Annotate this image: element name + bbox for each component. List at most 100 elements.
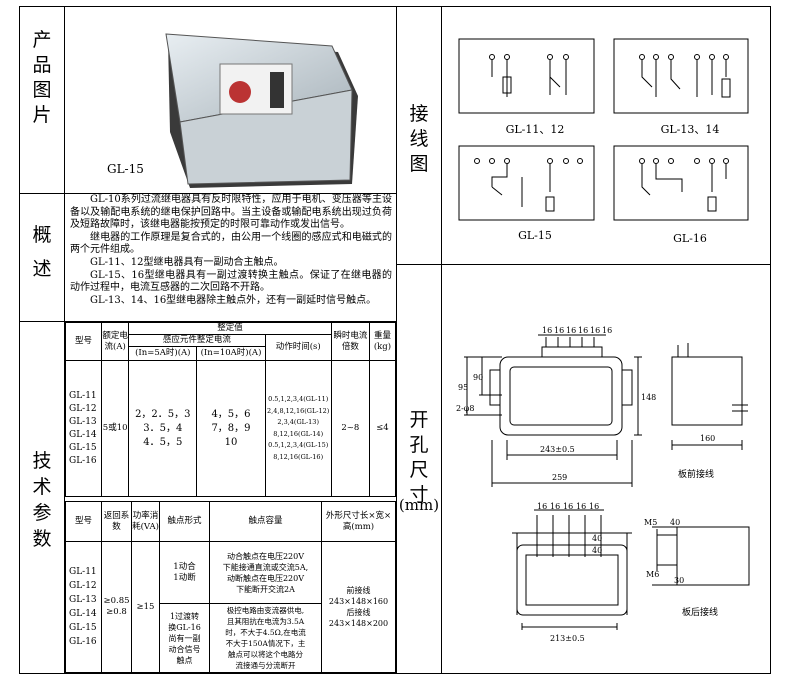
rear-dim-16: 16 xyxy=(550,502,560,511)
t2-cap2-row: 时，不大于4.5Ω,在电流 xyxy=(225,628,306,637)
rear-m5: M5 xyxy=(644,518,657,527)
rear-dim-30: 30 xyxy=(674,576,684,585)
front-drawing-label: 板前接线 xyxy=(678,468,714,480)
front-dim-259: 259 xyxy=(552,473,567,482)
t1-in5-row: 3．5，4 xyxy=(143,422,183,434)
front-dim-243: 243±0.5 xyxy=(540,445,575,454)
t1-h-time: 动作时间(s) xyxy=(264,334,332,361)
t1-h-setting: 整定值 xyxy=(128,322,332,335)
front-dim-16: 16 xyxy=(590,326,600,335)
divider-left xyxy=(64,6,65,674)
wiring-box-gl13 xyxy=(613,38,749,114)
t2-dims-row: 243×148×160 xyxy=(328,597,389,606)
front-dim-16: 16 xyxy=(554,326,564,335)
t2-dims: 前接线 243×148×160 后接线 243×148×200 xyxy=(321,541,396,673)
spec-table-2: 型号 返回系数 功率消耗(VA) 触点形式 触点容量 外形尺寸长×宽×高(mm)… xyxy=(65,501,396,673)
t1-h-instant: 瞬时电流倍数 xyxy=(330,322,370,361)
cutout-drawings: 16 16 16 16 16 16 95 90 148 2-φ8 243±0.5… xyxy=(456,326,750,643)
t2-cap2-row: 不大于150A情况下，主 xyxy=(225,639,306,648)
t1-time-row: 2,3,4(GL-13) xyxy=(277,418,319,426)
t1-rated: 5或10 xyxy=(101,360,130,497)
t2-model: GL-13 xyxy=(69,595,97,605)
overview-p4: GL-15、16型继电器具有一副过渡转换主触点。保证了在继电器的动作过程中，电流… xyxy=(70,269,392,294)
t2-model: GL-15 xyxy=(69,623,97,633)
front-dim-90: 90 xyxy=(473,373,483,382)
t1-model: GL-16 xyxy=(69,455,97,466)
divider-overview xyxy=(19,321,396,322)
t2-model: GL-14 xyxy=(69,609,97,619)
overview-p2: 继电器的工作原理是复合式的，由公用一个线圈的感应式和电磁式的两个元件组成。 xyxy=(70,231,392,256)
t2-h-model: 型号 xyxy=(65,501,102,542)
section-overview: 概述 xyxy=(32,224,52,280)
front-dim-16: 16 xyxy=(602,326,612,335)
wiring-box-gl16 xyxy=(613,145,749,221)
t1-time-row: 0.5,1,2,3,4(GL-11) xyxy=(268,395,329,403)
t2-model: GL-16 xyxy=(69,637,97,647)
t1-in10: 4，5，6 7，8，9 10 xyxy=(196,360,266,497)
t1-weight: ≤4 xyxy=(368,360,397,497)
t2-dims-row: 后接线 xyxy=(346,608,371,617)
t2-return: ≥0.85 ≥0.8 xyxy=(101,541,132,673)
t2-contact2-row: 1过渡转 xyxy=(169,611,200,621)
overview-p5: GL-13、14、16型继电器除主触点外，还有一副延时信号触点。 xyxy=(90,294,377,306)
section-cutout-unit: (mm) xyxy=(398,496,440,514)
t1-time-row: 8,12,16(GL-14) xyxy=(273,429,324,438)
t1-in5-row: 2，2．5，3 xyxy=(135,408,191,420)
front-dim-16: 16 xyxy=(578,326,588,335)
section-product-image: 产品图片 xyxy=(32,29,52,126)
divider-wiring xyxy=(396,264,771,265)
relay-illustration xyxy=(165,33,358,188)
divider-right-label xyxy=(441,6,442,674)
t2-dims-row: 243×148×200 xyxy=(328,619,389,628)
front-dim-16: 16 xyxy=(542,326,552,335)
t1-time-row: 2,4,8,12,16(GL-12) xyxy=(267,406,330,415)
t2-power: ≥15 xyxy=(131,541,160,673)
t2-cap2-row: 极控电路由变流器供电, xyxy=(226,606,305,615)
t2-contact2-row: 换GL-16 xyxy=(168,622,201,632)
t2-h-dims: 外形尺寸长×宽×高(mm) xyxy=(321,501,396,542)
t1-model: GL-13 xyxy=(69,416,97,427)
rear-dim-213: 213±0.5 xyxy=(550,634,585,643)
rear-dim-16: 16 xyxy=(537,502,547,511)
t1-models: GL-11 GL-12 GL-13 GL-14 GL-15 GL-16 xyxy=(64,360,103,497)
t2-cap2-row: 且其阻抗在电流为3.5A xyxy=(226,617,305,626)
t1-h-induction: 感应元件整定电流 xyxy=(128,334,266,347)
t2-h-power: 功率消耗(VA) xyxy=(131,501,160,542)
t2-contact2-row: 尚有一副 xyxy=(168,633,201,643)
wiring-gl13-schematic xyxy=(639,54,731,98)
wiring-label-gl11: GL-11、12 xyxy=(505,123,565,136)
t2-cap2-row: 流接通与分流断开 xyxy=(235,661,296,670)
overview-text: GL-10系列过流继电器具有反时限特性，应用于电机、变压器等主设备以及输配电系统… xyxy=(70,194,392,307)
wiring-box-gl11 xyxy=(458,38,595,114)
t1-in10-row: 7，8，9 xyxy=(211,422,251,434)
t1-times: 0.5,1,2,3,4(GL-11) 2,4,8,12,16(GL-12) 2,… xyxy=(264,360,332,497)
t1-model: GL-15 xyxy=(69,442,97,453)
relay-dial xyxy=(229,81,251,103)
front-hole-label: 2-φ8 xyxy=(456,404,474,413)
t2-return-row: ≥0.8 xyxy=(106,607,127,617)
t2-return-row: ≥0.85 xyxy=(103,596,130,606)
t1-h-in5: (In=5A时)(A) xyxy=(128,346,198,361)
t2-h-capacity: 触点容量 xyxy=(209,501,322,542)
front-dim-16: 16 xyxy=(566,326,576,335)
t2-contact1-row: 1动断 xyxy=(173,572,196,583)
overview-p3: GL-11、12型继电器具有一副动合主触点。 xyxy=(90,256,284,268)
front-dim-148: 148 xyxy=(641,393,656,402)
t2-capacity2: 极控电路由变流器供电, 且其阻抗在电流为3.5A 时，不大于4.5Ω,在电流 不… xyxy=(209,603,322,673)
section-cutout: 开孔尺寸 xyxy=(409,409,429,506)
wiring-gl11-schematic xyxy=(489,54,569,97)
front-mount-drawing xyxy=(464,334,750,630)
t2-contact2-row: 动合信号 xyxy=(168,644,201,654)
t1-time-row: 8,12,16(GL-16) xyxy=(273,452,324,461)
t2-contact1: 1动合 1动断 xyxy=(159,541,210,604)
rear-dim-16: 16 xyxy=(563,502,573,511)
t1-h-model: 型号 xyxy=(64,322,103,361)
outer-frame xyxy=(19,6,771,674)
t2-h-contact: 触点形式 xyxy=(159,501,210,542)
divider-photo xyxy=(19,193,396,194)
t2-model: GL-11 xyxy=(69,567,97,577)
relay-cover-front xyxy=(179,89,353,185)
t2-model: GL-12 xyxy=(69,581,97,591)
wiring-diagrams xyxy=(458,38,749,221)
